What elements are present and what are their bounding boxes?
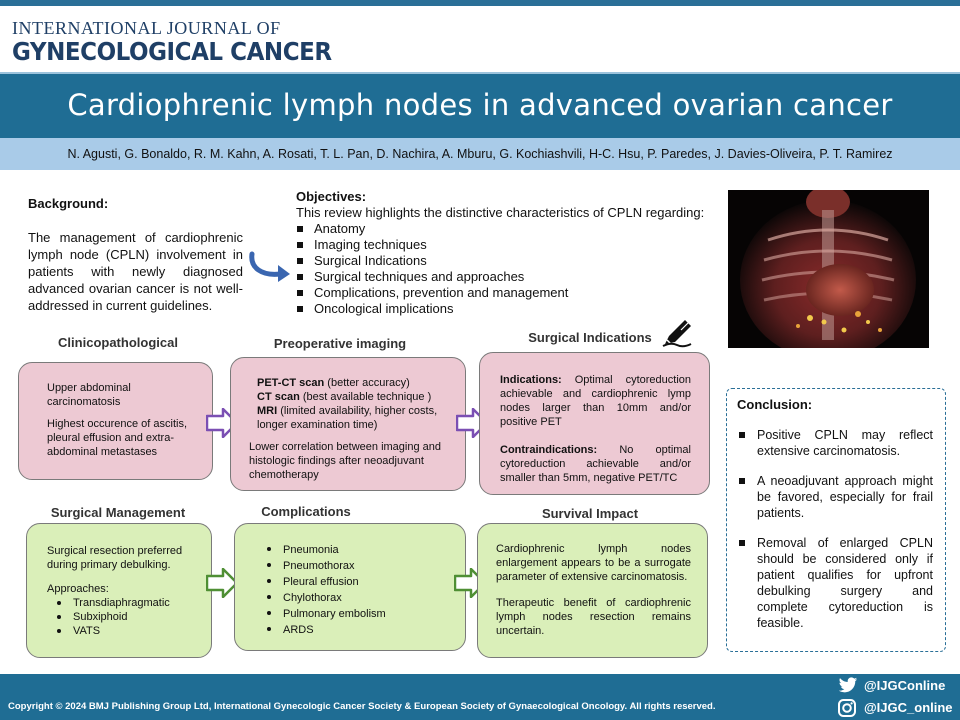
preoperative-imaging-box: PET-CT scan (better accuracy) CT scan (b… [230, 357, 466, 491]
authors-list: N. Agusti, G. Bonaldo, R. M. Kahn, A. Ro… [67, 147, 893, 161]
background-text: The management of cardiophrenic lymph no… [28, 230, 243, 313]
objectives-list: Anatomy Imaging techniques Surgical Indi… [296, 221, 568, 317]
journal-header: INTERNATIONAL JOURNAL OF GYNECOLOGICAL C… [0, 0, 960, 72]
list-item: Anatomy [296, 221, 568, 237]
clinicopathological-title: Clinicopathological [58, 335, 178, 350]
arrow-right-icon [206, 568, 238, 598]
pen-writing-icon [662, 320, 692, 348]
imaging-ct-label: CT scan [257, 391, 300, 403]
objectives-heading: Objectives: [296, 189, 367, 204]
background-heading: Background: [28, 196, 109, 211]
surgical-indications-title: Surgical Indications [528, 330, 652, 345]
indications-paragraph: Indications: Optimal cytoreduction achie… [500, 373, 691, 429]
imaging-pet-ct-label: PET-CT scan [257, 377, 325, 389]
imaging-pet-ct-line: PET-CT scan (better accuracy) [257, 376, 455, 390]
preoperative-imaging-title: Preoperative imaging [273, 336, 407, 351]
conclusion-heading: Conclusion: [737, 397, 813, 412]
list-item: Surgical techniques and approaches [296, 269, 568, 285]
copyright-text: Copyright © 2024 BMJ Publishing Group Lt… [8, 701, 716, 712]
list-item: Imaging techniques [296, 237, 568, 253]
list-item: Pleural effusion [263, 574, 455, 590]
journal-name-logo: GYNECOLOGICAL CANCER [12, 37, 332, 66]
surgical-management-box: Surgical resection preferred during prim… [26, 523, 212, 658]
instagram-handle-text: @IJGC_online [864, 700, 953, 715]
objectives-intro: This review highlights the distinctive c… [296, 205, 705, 220]
surgical-management-title: Surgical Management [50, 505, 186, 520]
clinicopathological-text-2: Highest occurence of ascitis, pleural ef… [47, 418, 188, 458]
survival-impact-title: Survival Impact [541, 506, 639, 521]
survival-text-2: Therapeutic benefit of cardiophrenic lym… [496, 597, 691, 637]
complications-box: Pneumonia Pneumothorax Pleural effusion … [234, 523, 466, 651]
list-item: Chylothorax [263, 590, 455, 606]
management-text: Surgical resection preferred during prim… [47, 545, 183, 571]
imaging-mri-line: MRI (limited availability, higher costs,… [257, 404, 455, 432]
survival-text-1: Cardiophrenic lymph nodes enlargement ap… [496, 543, 691, 583]
approaches-label: Approaches: [47, 583, 109, 595]
complications-title: Complications [261, 504, 351, 519]
authors-band: N. Agusti, G. Bonaldo, R. M. Kahn, A. Ro… [0, 138, 960, 170]
imaging-mri-note: (limited availability, higher costs, lon… [257, 405, 438, 431]
list-item: Surgical Indications [296, 253, 568, 269]
list-item: Oncological implications [296, 301, 568, 317]
imaging-note: Lower correlation between imaging and hi… [249, 441, 442, 481]
approaches-list: Transdiaphragmatic Subxiphoid VATS [53, 596, 203, 638]
imaging-pet-ct-note: (better accuracy) [324, 377, 410, 389]
complications-list: Pneumonia Pneumothorax Pleural effusion … [263, 542, 455, 638]
twitter-icon [838, 677, 858, 693]
imaging-mri-label: MRI [257, 405, 278, 417]
conclusion-item: Removal of enlarged CPLN should be consi… [737, 535, 933, 631]
list-item: Pulmonary embolism [263, 606, 455, 622]
curved-arrow-icon [249, 251, 290, 282]
conclusion-item: Positive CPLN may reflect extensive carc… [737, 427, 933, 459]
twitter-handle-text: @IJGConline [864, 678, 946, 693]
contraindications-text: No optimal cytoreduction achievable and/… [500, 444, 691, 484]
conclusion-item: A neoadjuvant approach might be favored,… [737, 473, 933, 521]
indications-label: Indications: [500, 374, 562, 386]
list-item: Transdiaphragmatic [53, 596, 203, 610]
list-item: Complications, prevention and management [296, 285, 568, 301]
imaging-ct-line: CT scan (best available technique ) [257, 390, 455, 404]
contraindications-paragraph: Contraindications: No optimal cytoreduct… [500, 443, 691, 485]
list-item: Pneumonia [263, 542, 455, 558]
pet-ct-scan-image [728, 190, 929, 348]
list-item: VATS [53, 624, 203, 638]
footer: Copyright © 2024 BMJ Publishing Group Lt… [0, 674, 960, 720]
list-item: ARDS [263, 622, 455, 638]
imaging-ct-note: (best available technique ) [299, 391, 432, 403]
list-item: Pneumothorax [263, 558, 455, 574]
list-item: Subxiphoid [53, 610, 203, 624]
journal-name-small: INTERNATIONAL JOURNAL OF [12, 18, 281, 38]
conclusion-box: Conclusion: Positive CPLN may reflect ex… [726, 388, 946, 652]
title-band: Cardiophrenic lymph nodes in advanced ov… [0, 72, 960, 138]
survival-impact-box: Cardiophrenic lymph nodes enlargement ap… [477, 523, 708, 658]
page-title: Cardiophrenic lymph nodes in advanced ov… [67, 88, 893, 122]
clinicopathological-box: Upper abdominal carcinomatosis Highest o… [18, 362, 213, 480]
surgical-indications-box: Indications: Optimal cytoreduction achie… [479, 352, 710, 495]
indications-text: Optimal cytoreduction achievable and car… [500, 374, 691, 428]
contraindications-label: Contraindications: [500, 444, 598, 456]
clinicopathological-text-1: Upper abdominal carcinomatosis [47, 382, 131, 408]
instagram-icon [838, 699, 856, 717]
